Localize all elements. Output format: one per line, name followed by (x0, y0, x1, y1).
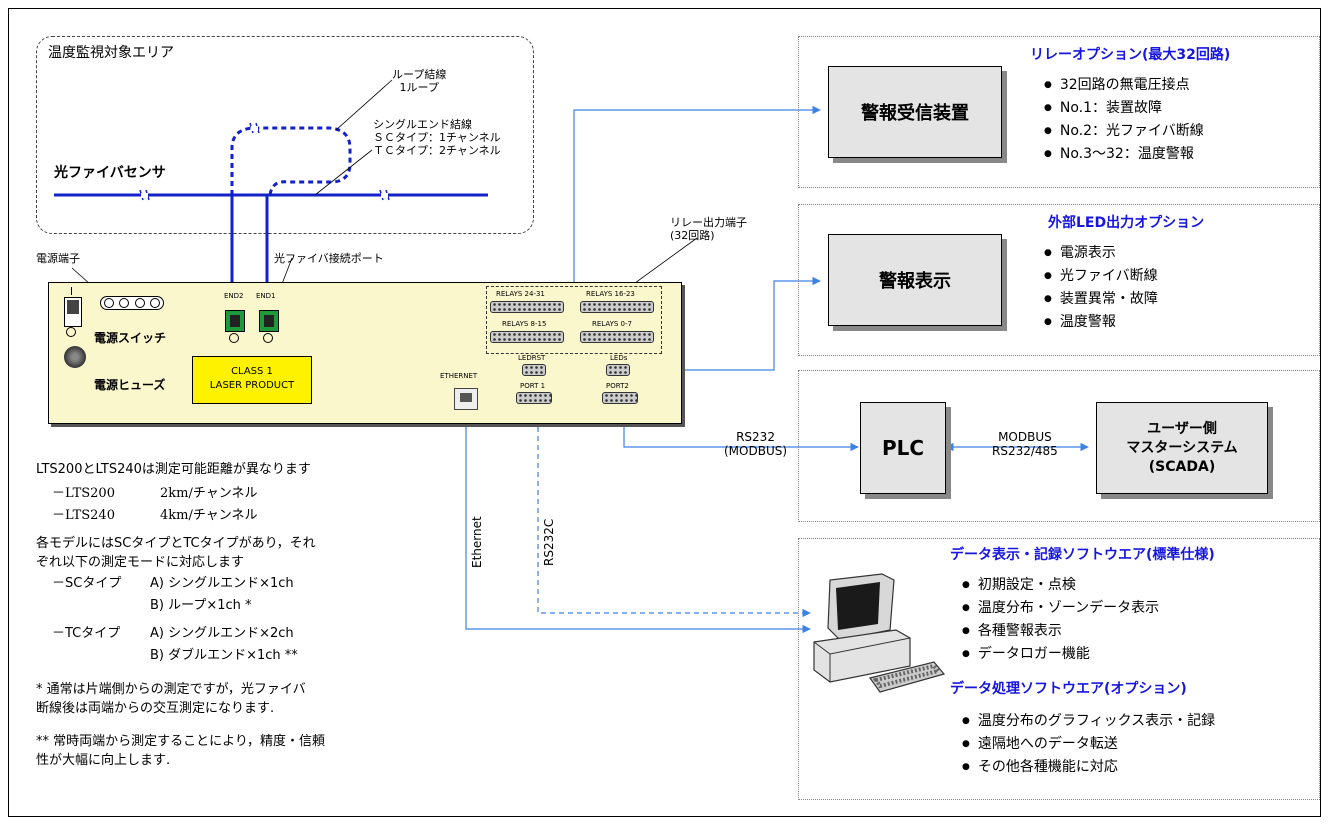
ethernet-link-label: Ethernet (470, 516, 484, 568)
model-notes: LTS200とLTS240は測定可能距離が異なります (36, 460, 311, 479)
port1-label: PORT 1 (520, 382, 546, 390)
footnote-2: ** 常時両端から測定することにより，精度・信頼 性が大幅に向上します. (36, 732, 325, 770)
relay-0-7-connector[interactable] (580, 331, 654, 343)
monitoring-area-title: 温度監視対象エリア (48, 45, 174, 61)
port2-connector[interactable] (602, 392, 638, 404)
monitoring-area (36, 36, 534, 234)
list-item: No.1：装置故障 (1044, 97, 1204, 120)
list-item: 遠隔地へのデータ転送 (962, 733, 1215, 756)
fiber-loop (230, 126, 352, 196)
computer-icon (813, 573, 946, 693)
standard-software-title: データ表示・記録ソフトウエア(標準仕様) (950, 547, 1215, 563)
note-paragraph: * 通常は片端側からの測定ですが，光ファイバ 断線後は両端からの交互測定になりま… (36, 682, 306, 716)
led-option-section (798, 204, 1320, 356)
sc-mode-a: A) シングルエンド×1ch (150, 576, 294, 591)
lts240-distance: 4km/チャンネル (160, 508, 258, 523)
option-software-list: 温度分布のグラフィックス表示・記録 遠隔地へのデータ転送 その他各種機能に対応 (962, 710, 1215, 779)
ethernet-port-label: ETHERNET (440, 372, 478, 380)
list-item: No.2：光ファイバ断線 (1044, 120, 1204, 143)
single-end-label: シングルエンド結線 ＳＣタイプ：1チャンネル ＴＣタイプ：2チャンネル (373, 118, 501, 157)
lts200-model: －LTS200 (52, 486, 115, 501)
end1-port[interactable] (259, 310, 279, 332)
lts240-model: －LTS240 (52, 508, 115, 523)
type-notes: 各モデルにはSCタイプとTCタイプがあり，それ ぞれ以下の測定モードに対応します (36, 534, 316, 572)
list-item: データロガー機能 (962, 643, 1159, 666)
note-line: LTS200とLTS240は測定可能距離が異なります (36, 462, 311, 477)
rs232c-link-label: RS232C (542, 518, 556, 566)
power-switch-label: 電源スイッチ (94, 331, 167, 345)
diagram-frame (8, 8, 1321, 817)
list-item: 初期設定・点検 (962, 574, 1159, 597)
switch-on-mark (71, 287, 72, 295)
list-item: 装置異常・故障 (1044, 288, 1158, 311)
power-fuse-label: 電源ヒューズ (94, 378, 166, 392)
led-option-title: 外部LED出力オプション (1048, 215, 1205, 231)
leds-connector[interactable] (606, 364, 630, 376)
tc-mode-b: B) ダブルエンド×1ch ** (150, 648, 298, 663)
tc-mode-a: A) シングルエンド×2ch (150, 626, 294, 641)
plc-section (798, 370, 1320, 522)
scada-box: ユーザー側 マスターシステム (SCADA) (1096, 402, 1268, 494)
relay-24-31-connector[interactable] (490, 301, 564, 313)
relay-option-list: 32回路の無電圧接点 No.1：装置故障 No.2：光ファイバ断線 No.3～3… (1044, 74, 1204, 166)
laser-label: CLASS 1 LASER PRODUCT (192, 356, 312, 404)
sc-type-label: －SCタイプ (52, 576, 122, 591)
fiber-port-label: 光ファイバ接続ポート (274, 252, 384, 265)
list-item: その他各種機能に対応 (962, 756, 1215, 779)
note-paragraph: ** 常時両端から測定することにより，精度・信頼 性が大幅に向上します. (36, 734, 325, 768)
leds-label: LEDs (610, 354, 628, 362)
led-option-list: 電源表示 光ファイバ断線 装置異常・故障 温度警報 (1044, 242, 1158, 334)
port2-label: PORT2 (606, 382, 629, 390)
relay-output-terminals (486, 286, 662, 354)
end1-screw (263, 333, 273, 343)
relay-16-23-label: RELAYS 16-23 (586, 290, 635, 298)
list-item: 各種警報表示 (962, 620, 1159, 643)
tc-type-label: －TCタイプ (52, 626, 121, 641)
list-item: 電源表示 (1044, 242, 1158, 265)
end2-label: END2 (224, 292, 244, 300)
relay-8-15-connector[interactable] (490, 331, 564, 343)
ethernet-port[interactable] (454, 388, 478, 410)
standard-software-list: 初期設定・点検 温度分布・ゾーンデータ表示 各種警報表示 データロガー機能 (962, 574, 1159, 666)
power-fuse[interactable] (64, 346, 86, 368)
list-item: 温度分布・ゾーンデータ表示 (962, 597, 1159, 620)
note-paragraph: 各モデルにはSCタイプとTCタイプがあり，それ ぞれ以下の測定モードに対応します (36, 536, 316, 570)
list-item: 温度警報 (1044, 311, 1158, 334)
end2-screw (229, 333, 239, 343)
relay-terminal-label: リレー出力端子 (32回路) (670, 216, 747, 242)
ledrst-label: LEDRST (518, 354, 546, 362)
fiber-break-bg (141, 126, 388, 198)
rs232-label: RS232 (MODBUS) (724, 430, 788, 458)
end1-label: END1 (256, 292, 276, 300)
software-section (798, 538, 1320, 800)
lts200-distance: 2km/チャンネル (160, 486, 258, 501)
relay-option-section (798, 36, 1320, 188)
power-terminal (100, 296, 164, 310)
fiber-sensor-label: 光ファイバセンサ (54, 165, 166, 181)
sc-mode-b: B) ループ×1ch * (150, 598, 252, 613)
list-item: 温度分布のグラフィックス表示・記録 (962, 710, 1215, 733)
end2-port[interactable] (225, 310, 245, 332)
relay-24-31-label: RELAYS 24-31 (496, 290, 545, 298)
alarm-receiver-box: 警報受信装置 (828, 66, 1002, 158)
ledrst-connector[interactable] (522, 364, 546, 376)
list-item: 光ファイバ断線 (1044, 265, 1158, 288)
relay-16-23-connector[interactable] (580, 301, 654, 313)
alarm-display-box: 警報表示 (828, 234, 1002, 326)
plc-box: PLC (860, 402, 946, 494)
list-item: 32回路の無電圧接点 (1044, 74, 1204, 97)
relay-8-15-label: RELAYS 8-15 (502, 320, 547, 328)
power-switch[interactable] (64, 297, 82, 327)
power-terminal-label: 電源端子 (36, 252, 80, 265)
port1-connector[interactable] (516, 392, 552, 404)
list-item: No.3～32：温度警報 (1044, 143, 1204, 166)
loop-wiring-label: ループ結線 1ループ (392, 68, 447, 94)
relay-option-title: リレーオプション(最大32回路) (1030, 47, 1231, 63)
modbus-label: MODBUS RS232/485 (992, 430, 1058, 458)
relay-0-7-label: RELAYS 0-7 (592, 320, 632, 328)
footnote-1: * 通常は片端側からの測定ですが，光ファイバ 断線後は両端からの交互測定になりま… (36, 680, 306, 718)
option-software-title: データ処理ソフトウエア(オプション) (950, 681, 1187, 697)
switch-off-mark (66, 327, 76, 337)
